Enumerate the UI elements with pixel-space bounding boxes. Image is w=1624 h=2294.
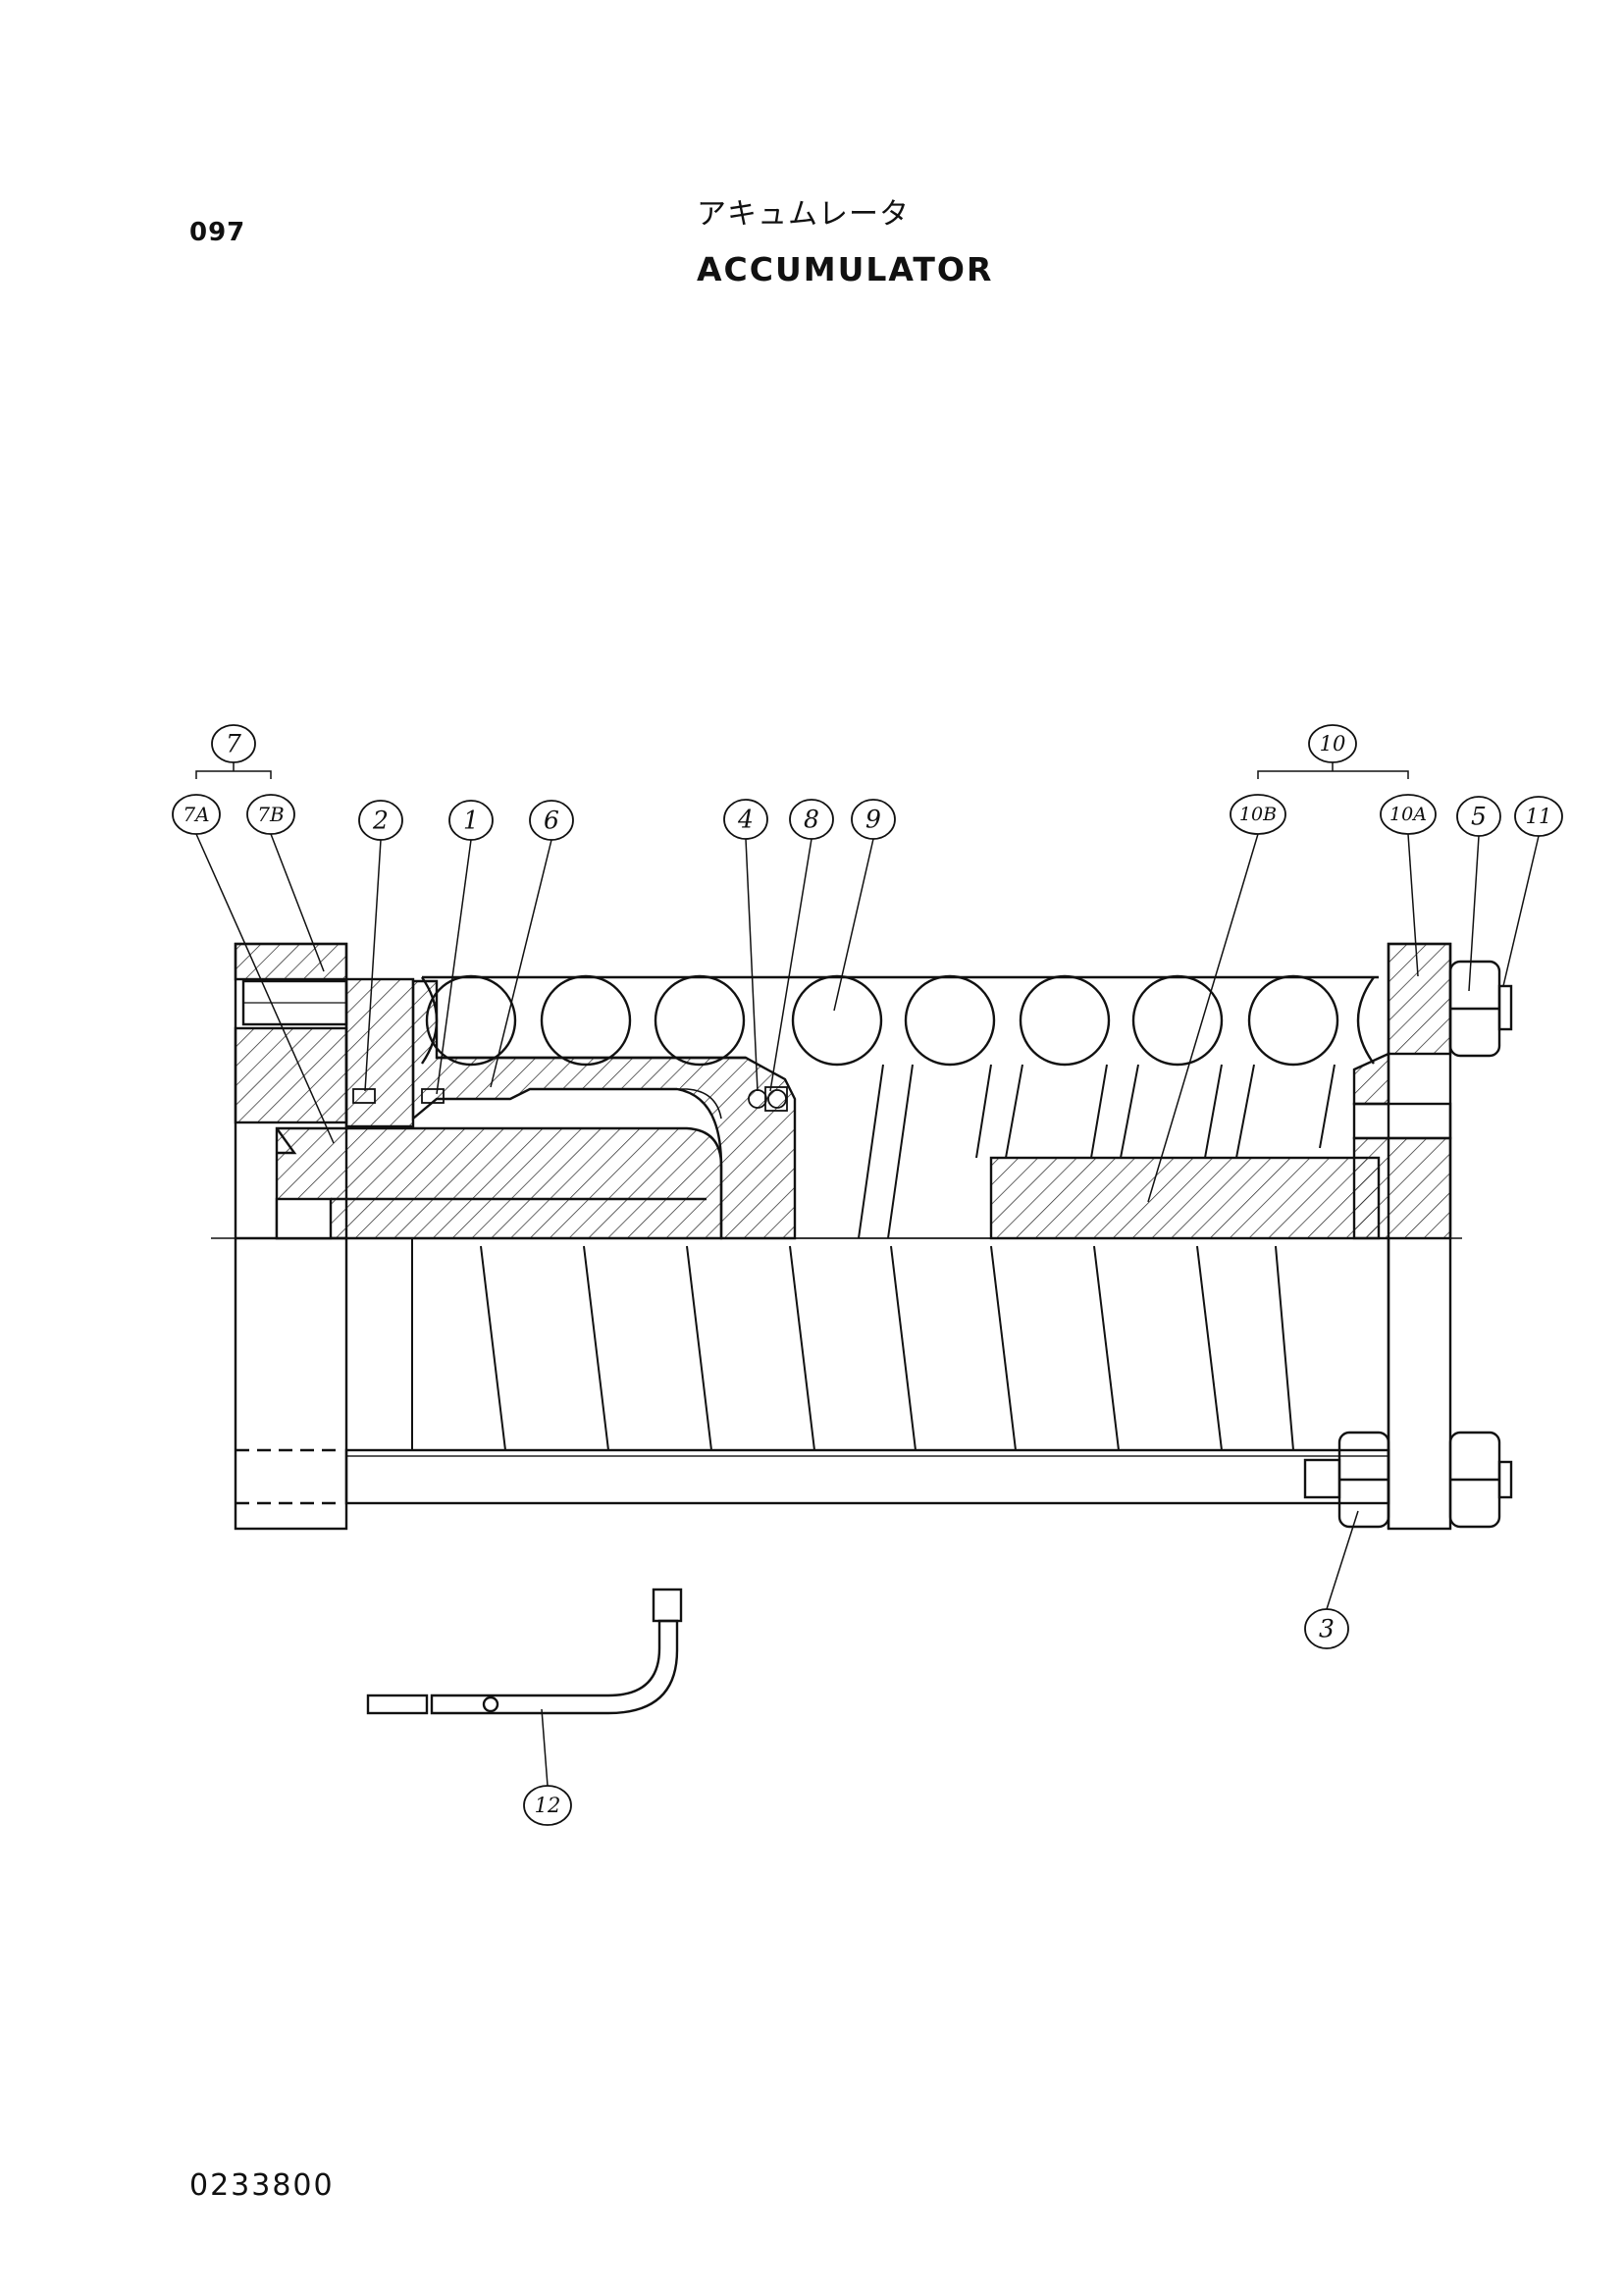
callout-7A-label: 7A — [183, 803, 209, 826]
outer-spring-coils — [421, 974, 1379, 1067]
piston-body — [275, 1126, 723, 1240]
nuts — [1337, 960, 1513, 1529]
cylinder-sleeve — [411, 979, 797, 1240]
callout-2-bubble — [358, 800, 403, 841]
callout-7A-bubble — [172, 794, 221, 835]
callout-10-bubble — [1308, 724, 1357, 763]
pipe — [366, 1588, 683, 1715]
callout-11-bubble — [1514, 796, 1563, 837]
callout-3-label: 3 — [1319, 1615, 1335, 1643]
callout-7-label: 7 — [226, 730, 241, 758]
callout-7-bubble — [211, 724, 256, 763]
callout-11-label: 11 — [1526, 805, 1552, 828]
outer-spring-strokes — [858, 1064, 1336, 1239]
tie-rod — [344, 1448, 1390, 1505]
drawing-number: 0233800 — [189, 2168, 335, 2203]
callout-1-bubble — [448, 800, 494, 841]
callout-10A-bubble — [1380, 794, 1437, 835]
seals — [352, 1086, 788, 1112]
callout-6-bubble — [529, 800, 574, 841]
callout-7B-label: 7B — [257, 803, 284, 826]
left-end-plate — [234, 942, 415, 1531]
callout-12-bubble — [523, 1785, 572, 1826]
title-japanese: アキュムレータ — [697, 197, 910, 232]
callout-8-label: 8 — [804, 806, 819, 834]
callout-7B-bubble — [246, 794, 295, 835]
inner-spring-coils — [345, 1237, 1389, 1457]
callout-1-label: 1 — [463, 807, 479, 835]
callout-9-bubble — [851, 799, 896, 840]
callout-8-bubble — [789, 799, 834, 840]
title-english: ACCUMULATOR — [697, 250, 994, 288]
spring-seat — [989, 1156, 1381, 1240]
callout-2-label: 2 — [372, 807, 389, 835]
callout-12-label: 12 — [535, 1794, 561, 1817]
page-number: 097 — [189, 218, 246, 247]
callout-6-label: 6 — [544, 807, 559, 835]
callout-5-label: 5 — [1471, 803, 1487, 831]
callout-4-bubble — [723, 799, 768, 840]
callout-3-bubble — [1304, 1608, 1349, 1649]
callout-10A-label: 10A — [1389, 804, 1427, 825]
callout-9-label: 9 — [865, 806, 881, 834]
callout-10B-bubble — [1230, 794, 1286, 835]
callout-4-label: 4 — [737, 806, 754, 834]
callout-10B-label: 10B — [1239, 804, 1277, 825]
leader-lines — [195, 761, 1540, 1787]
callout-10-label: 10 — [1320, 732, 1346, 756]
callout-5-bubble — [1456, 796, 1501, 837]
right-end-plate — [1352, 942, 1452, 1531]
callout-bubbles — [172, 724, 1563, 1826]
